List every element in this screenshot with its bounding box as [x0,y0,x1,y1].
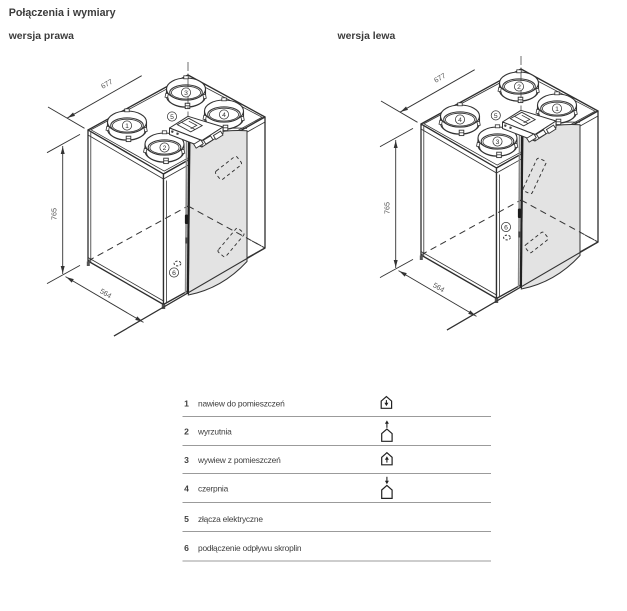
svg-text:podłączenie odpływu skroplin: podłączenie odpływu skroplin [198,543,302,553]
svg-text:czerpnia: czerpnia [198,484,229,494]
svg-text:765: 765 [383,202,392,214]
svg-text:6: 6 [172,270,176,277]
svg-text:5: 5 [184,514,189,524]
svg-text:Połączenia i wymiary: Połączenia i wymiary [9,7,116,19]
svg-text:wyrzutnia: wyrzutnia [197,427,232,437]
svg-text:564: 564 [431,280,446,294]
svg-text:2: 2 [163,145,167,152]
svg-text:1: 1 [125,123,129,130]
svg-text:wersja prawa: wersja prawa [8,31,74,42]
svg-text:765: 765 [50,208,59,220]
svg-text:564: 564 [98,286,113,300]
svg-text:4: 4 [222,112,226,119]
svg-text:wersja lewa: wersja lewa [337,31,396,42]
svg-text:3: 3 [184,455,189,465]
svg-text:677: 677 [432,71,447,85]
svg-text:5: 5 [170,114,174,121]
svg-text:4: 4 [458,117,462,124]
svg-text:3: 3 [496,139,500,146]
svg-text:2: 2 [517,84,521,91]
svg-text:2: 2 [184,427,189,437]
svg-text:3: 3 [184,90,188,97]
svg-text:6: 6 [184,543,189,553]
svg-text:677: 677 [99,77,114,91]
svg-text:wywiew z pomieszczeń: wywiew z pomieszczeń [197,455,281,465]
svg-text:6: 6 [504,224,508,231]
svg-text:nawiew do pomieszczeń: nawiew do pomieszczeń [198,399,285,409]
svg-text:5: 5 [494,113,498,120]
svg-text:4: 4 [184,484,189,494]
svg-text:1: 1 [555,106,559,113]
svg-text:złącza elektryczne: złącza elektryczne [198,514,263,524]
svg-text:1: 1 [184,399,189,409]
